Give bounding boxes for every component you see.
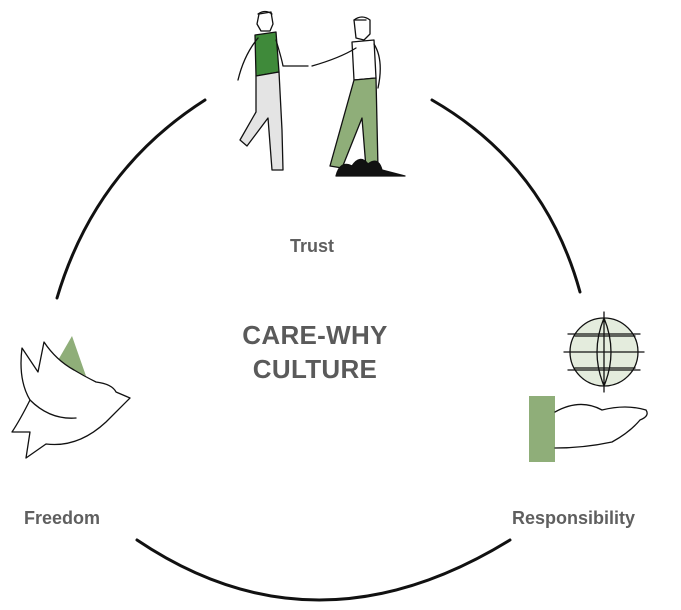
sleeve-cuff	[529, 396, 555, 462]
center-title: CARE-WHY CULTURE	[190, 318, 440, 386]
trust-label: Trust	[290, 236, 335, 256]
center-title-line2: CULTURE	[252, 354, 378, 384]
arc-trust-to-freedom	[55, 98, 207, 300]
handshake-icon	[237, 10, 406, 177]
left-person	[237, 10, 309, 171]
arc-freedom-to-responsibility	[135, 538, 512, 602]
globe-in-hand-icon	[529, 311, 648, 462]
center-title-line1: CARE-WHY	[242, 320, 388, 350]
right-person	[311, 16, 406, 177]
responsibility-label: Responsibility	[512, 508, 636, 528]
freedom-label: Freedom	[24, 508, 101, 528]
cycle-arcs	[55, 98, 582, 602]
arc-trust-to-responsibility	[430, 98, 582, 294]
dove-icon	[11, 336, 131, 459]
dove-leaf	[57, 336, 86, 376]
